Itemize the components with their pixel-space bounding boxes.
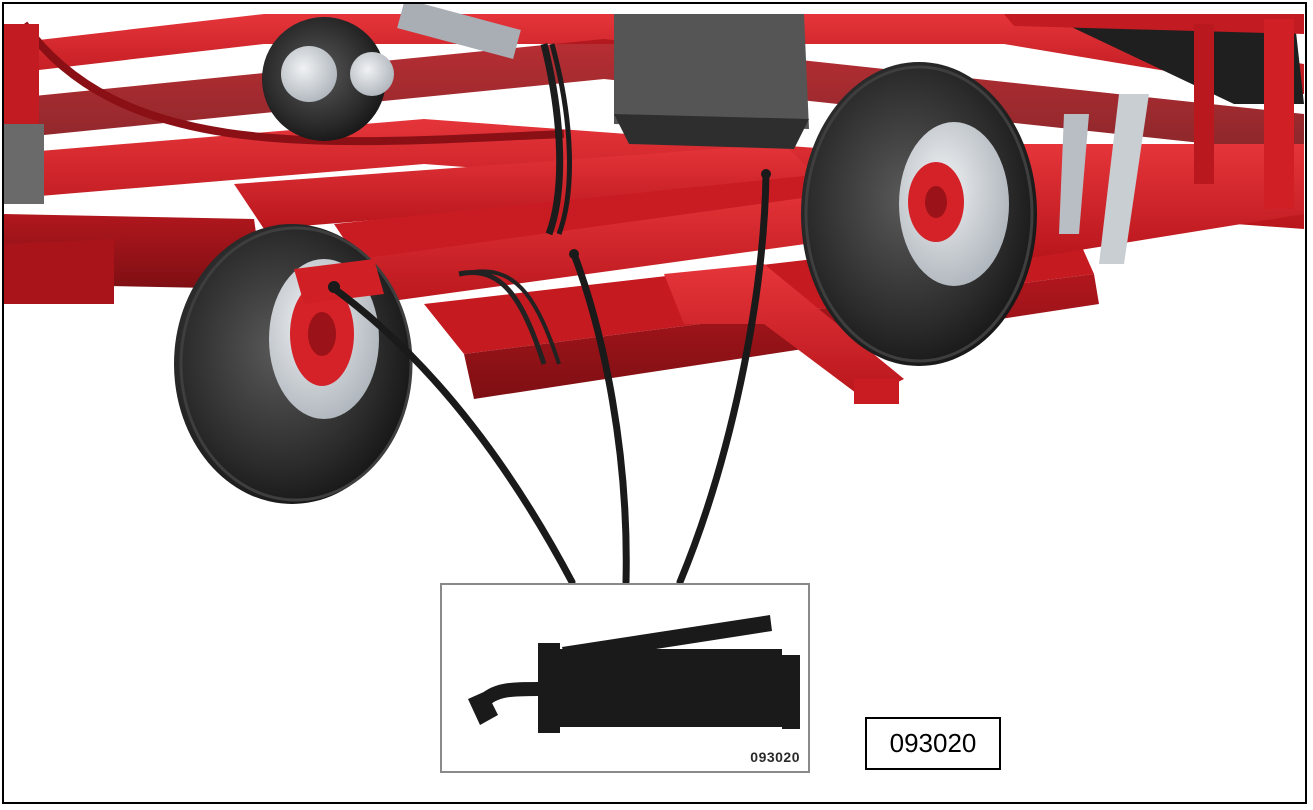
grease-hose-right xyxy=(676,170,770,586)
figure-number: 093020 xyxy=(865,717,1001,770)
grease-hose-center xyxy=(570,250,630,586)
decal-code: 093020 xyxy=(750,749,800,765)
grease-decal: 093020 xyxy=(440,583,810,773)
implement-illustration xyxy=(4,4,1304,586)
hydraulic-lines xyxy=(458,269,561,365)
grease-gun-icon xyxy=(468,615,800,733)
grease-hose-left xyxy=(328,283,576,586)
left-wheel xyxy=(174,224,413,504)
grease-hoses xyxy=(328,169,771,586)
right-wheel xyxy=(801,62,1037,366)
